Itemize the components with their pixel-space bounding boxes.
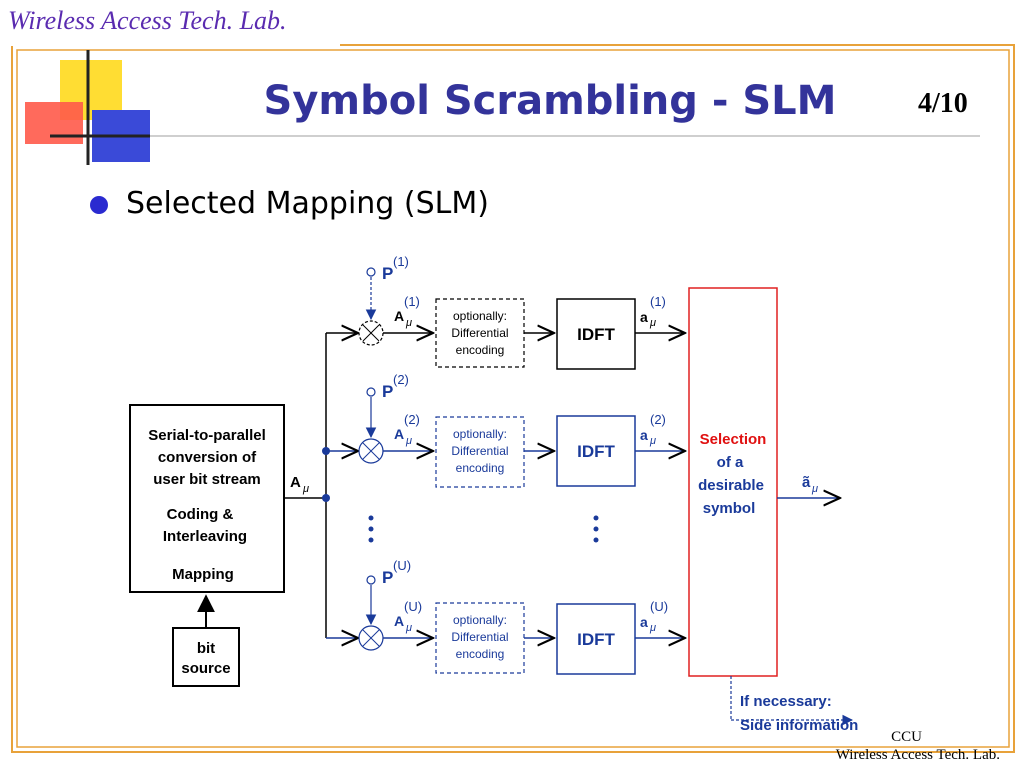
branch-1-idft-label: IDFT [577, 325, 615, 344]
branch-2-idft [556, 415, 636, 487]
selection-line-1: Selection [700, 431, 767, 448]
dot [593, 515, 599, 521]
source-block [129, 404, 285, 593]
branch-1-enc-3: encoding [456, 343, 505, 357]
branch-1-encoder [435, 298, 525, 368]
mapping-label: Mapping [172, 566, 234, 583]
a-mu-sub: μ [302, 483, 309, 495]
branch-3-idft [556, 603, 636, 675]
branch-1-out-label: a [640, 309, 648, 325]
page-title: Symbol Scrambling - SLM [263, 78, 837, 124]
footer-line-2: Wireless Access Tech. Lab. [835, 747, 1000, 763]
selection-line-2: of a [717, 454, 744, 471]
bit-source-block [172, 627, 240, 687]
branch-3-enc-1: optionally: [453, 613, 507, 627]
branch-3-a-sup: (U) [404, 599, 422, 614]
frame-inner [16, 49, 1010, 748]
branch-3-encoder [435, 602, 525, 674]
branch-2-a-sup: (2) [404, 412, 420, 427]
source-line-2: conversion of [158, 449, 257, 466]
junction-dot-2 [322, 494, 330, 502]
branch-3-p-label: P [382, 568, 393, 587]
branch-1-p-node [366, 267, 376, 277]
output-sub: μ [811, 483, 818, 495]
dot [593, 526, 599, 532]
source-line-1: Serial-to-parallel [148, 427, 266, 444]
output-label: ã [802, 474, 811, 491]
branch-2-mult-x2 [362, 442, 380, 460]
branch-1-p-sup: (1) [393, 254, 409, 269]
bit-source-line-2: source [181, 660, 230, 677]
a-mu-label: A [290, 474, 301, 491]
branch-3-idft-label: IDFT [577, 630, 615, 649]
branch-2: P (2) A μ (2) optionally: Differential e… [326, 372, 685, 488]
branch-1: P (1) A μ (1) optionally: Differential e… [326, 254, 685, 370]
branch-2-enc-2: Differential [451, 444, 508, 458]
branch-1-out-sup: (1) [650, 294, 666, 309]
header-mask [0, 0, 340, 46]
branch-2-p-label: P [382, 382, 393, 401]
lab-header: Wireless Access Tech. Lab. [8, 6, 287, 35]
side-info-line-2: Side information [740, 717, 858, 734]
bit-source-line-1: bit [197, 640, 215, 657]
branch-1-a-label: A [394, 308, 404, 324]
dot [368, 537, 374, 543]
branch-2-out-sub: μ [649, 435, 656, 447]
bullet-icon [90, 196, 108, 214]
branch-3-a-label: A [394, 613, 404, 629]
branch-2-a-label: A [394, 426, 404, 442]
coding-line-1: Coding & [167, 506, 234, 523]
frame-outer [11, 44, 1015, 753]
branch-2-encoder [435, 416, 525, 488]
dot [368, 526, 374, 532]
selection-block [688, 287, 778, 677]
branch-2-p-sup: (2) [393, 372, 409, 387]
branch-1-out-sub: μ [649, 317, 656, 329]
branch-3-out-sup: (U) [650, 599, 668, 614]
branch-3: P (U) A μ (U) optionally: Differential e… [326, 558, 685, 675]
branch-1-a-sup: (1) [404, 294, 420, 309]
dot [368, 515, 374, 521]
branch-1-enc-2: Differential [451, 326, 508, 340]
branch-3-mult-x2 [362, 629, 380, 647]
footer-line-1: CCU [891, 729, 922, 745]
branch-2-idft-label: IDFT [577, 442, 615, 461]
ellipsis-right [593, 515, 599, 543]
branch-3-enc-2: Differential [451, 630, 508, 644]
branch-3-enc-3: encoding [456, 647, 505, 661]
page-number: 4/10 [918, 88, 968, 119]
branch-2-out-sup: (2) [650, 412, 666, 427]
dot [593, 537, 599, 543]
branch-2-out-label: a [640, 427, 648, 443]
branch-3-out-label: a [640, 614, 648, 630]
branch-2-p-node [366, 387, 376, 397]
branch-3-p-node [366, 575, 376, 585]
branch-1-mult-x2 [362, 324, 380, 342]
branch-1-idft [556, 298, 636, 370]
ellipsis-left [368, 515, 374, 543]
coding-line-2: Interleaving [163, 528, 247, 545]
footer: CCU Wireless Access Tech. Lab. [836, 728, 1000, 764]
branch-1-a-sub: μ [405, 317, 412, 329]
branch-2-a-sub: μ [405, 435, 412, 447]
branch-3-out-sub: μ [649, 622, 656, 634]
branch-1-enc-1: optionally: [453, 309, 507, 323]
source-line-3: user bit stream [153, 471, 261, 488]
branch-3-a-sub: μ [405, 622, 412, 634]
selection-line-3: desirable [698, 477, 764, 494]
branch-1-p-label: P [382, 264, 393, 283]
bullet-text: Selected Mapping (SLM) [126, 186, 489, 221]
branch-3-p-sup: (U) [393, 558, 411, 573]
branch-2-enc-3: encoding [456, 461, 505, 475]
selection-line-4: symbol [703, 500, 756, 517]
branch-2-enc-1: optionally: [453, 427, 507, 441]
side-info-line-1: If necessary: [740, 693, 832, 710]
